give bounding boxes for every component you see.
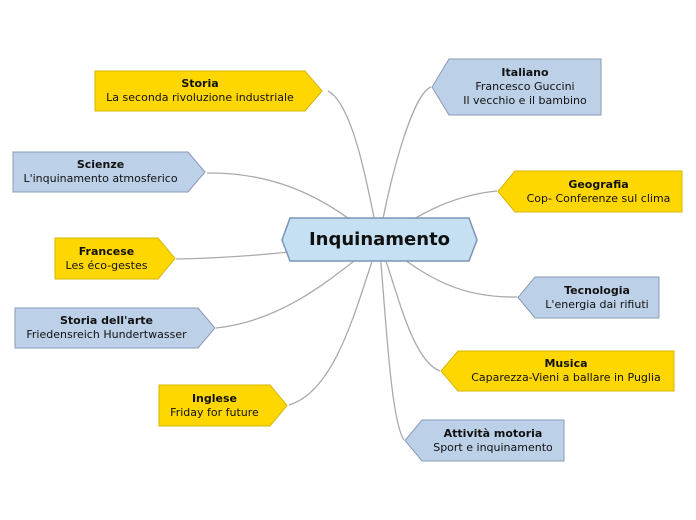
- node-shape-scienze[interactable]: [12, 151, 206, 193]
- node-subtitle: Cop- Conferenze sul clima: [526, 191, 671, 205]
- node-shape-italiano[interactable]: [431, 58, 602, 116]
- node-title: Francese: [78, 244, 135, 258]
- node-title: Attività motoria: [443, 426, 543, 440]
- node-shape-storia-arte[interactable]: [14, 307, 216, 349]
- node-title: Storia dell'arte: [60, 314, 153, 327]
- node-shape-inglese[interactable]: [158, 384, 288, 427]
- node-title: Scienze: [76, 158, 125, 171]
- node-shape-geografia[interactable]: [497, 170, 683, 213]
- node-title: Italiano: [501, 66, 549, 79]
- node-shapes: [12, 58, 683, 462]
- node-subtitle: Caparezza-Vieni a ballare in Puglia: [471, 371, 661, 384]
- node-subtitle: Les éco-gestes: [65, 258, 148, 272]
- node-subtitle: Francesco Guccini: [475, 80, 575, 93]
- node-subtitle: L'energia dai rifiuti: [545, 297, 649, 311]
- connector-attivita-motoria: [378, 241, 405, 441]
- node-subtitle: L'inquinamento atmosferico: [23, 172, 178, 185]
- node-title: Geografia: [568, 177, 629, 191]
- node-title: Tecnologia: [564, 283, 630, 297]
- node-shape-tecnologia[interactable]: [517, 276, 660, 319]
- node-subtitle: Friday for future: [170, 405, 259, 419]
- node-subtitle: Il vecchio e il bambino: [463, 94, 587, 107]
- node-shape-francese[interactable]: [54, 237, 176, 280]
- node-title: Storia: [181, 77, 219, 90]
- node-shape-musica[interactable]: [440, 350, 675, 392]
- central-node-shape[interactable]: [281, 217, 478, 262]
- connector-inglese: [288, 241, 380, 406]
- node-shape-storia[interactable]: [94, 70, 323, 112]
- node-subtitle: Friedensreich Hundertwasser: [26, 328, 187, 341]
- node-title: Inglese: [191, 391, 238, 405]
- node-subtitle: La seconda rivoluzione industriale: [106, 91, 294, 104]
- node-title: Musica: [544, 357, 588, 370]
- central-node-title[interactable]: Inquinamento: [308, 229, 451, 250]
- node-shape-attivita-motoria[interactable]: [404, 419, 565, 462]
- node-subtitle: Sport e inquinamento: [433, 440, 553, 454]
